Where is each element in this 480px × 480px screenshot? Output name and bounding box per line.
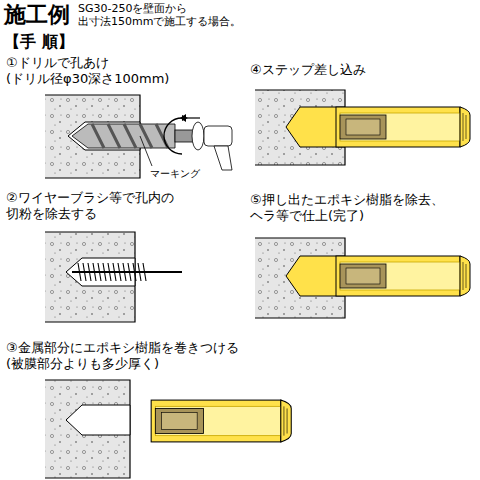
step3-figure (45, 380, 291, 478)
step4-figure (255, 90, 470, 165)
step2-figure (45, 232, 182, 322)
step-text: ①ドリルで孔あけ (ドリル径φ30深さ100mm) (6, 55, 206, 86)
step-text: ⑤押し出たエポキシ樹脂を除去、 ヘラ等で仕上(完了) (250, 192, 465, 223)
step-text: ④ステップ差し込み (250, 62, 366, 78)
step5-figure (255, 238, 470, 318)
step-text: ③金属部分にエポキシ樹脂を巻きつける (被膜部分よりも多少厚く) (6, 340, 286, 371)
section-heading: 【手 順】 (4, 32, 74, 51)
title: 施工例 (4, 2, 70, 28)
step-text: ②ワイヤーブラシ等で孔内の 切粉を除去する (6, 190, 206, 221)
callout-label: マーキング (150, 168, 200, 180)
step1-figure (45, 95, 232, 178)
subtitle: SG30-250を壁面から 出寸法150mmで施工する場合。 (78, 2, 278, 28)
